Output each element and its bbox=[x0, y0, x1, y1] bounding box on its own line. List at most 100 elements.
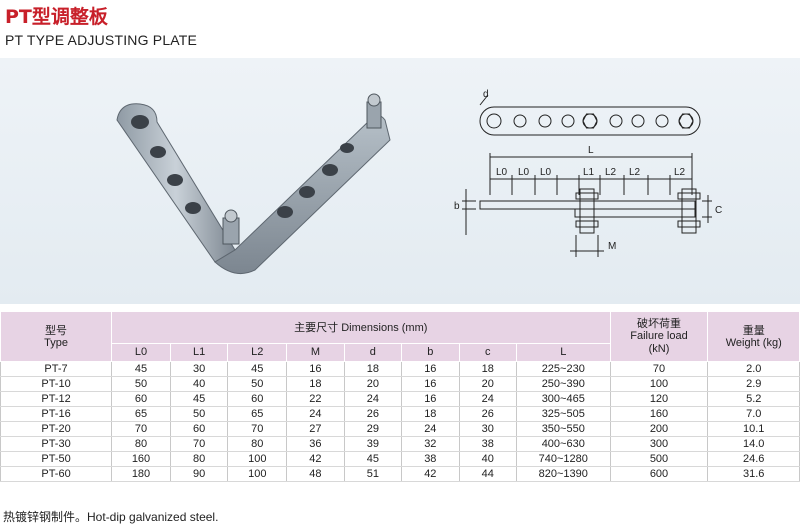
table-cell: 820~1390 bbox=[516, 466, 611, 482]
table-cell: 45 bbox=[227, 361, 288, 377]
table-cell: PT-50 bbox=[0, 451, 113, 467]
table-cell: 2.9 bbox=[707, 376, 800, 392]
table-cell: 45 bbox=[343, 451, 403, 467]
dimension-drawing: d L L0 L0 L0 L1 L2 L2 L2 C b M bbox=[454, 89, 722, 257]
table-cell: 400~630 bbox=[516, 436, 611, 452]
label-L1-a: L1 bbox=[583, 167, 595, 178]
table-cell: 225~230 bbox=[516, 361, 611, 377]
table-cell: 29 bbox=[343, 421, 403, 437]
table-cell: 42 bbox=[401, 466, 460, 482]
label-L0-a: L0 bbox=[496, 167, 508, 178]
table-cell: 42 bbox=[286, 451, 345, 467]
subheader-cell: L0 bbox=[111, 343, 171, 362]
table-cell: 160 bbox=[609, 406, 709, 422]
spec-table: 型号 Type 主要尺寸 Dimensions (mm) 破坏荷重 Failur… bbox=[0, 311, 800, 482]
footnote-en: Hot-dip galvanized steel. bbox=[87, 510, 219, 524]
table-cell: 20 bbox=[458, 376, 518, 392]
table-cell: 740~1280 bbox=[516, 451, 611, 467]
label-L2-c: L2 bbox=[674, 167, 686, 178]
table-cell: 38 bbox=[401, 451, 460, 467]
table-cell: 26 bbox=[343, 406, 403, 422]
footnote: 热镀锌钢制件。Hot-dip galvanized steel. bbox=[3, 508, 218, 525]
table-cell: 44 bbox=[458, 466, 518, 482]
table-cell: 80 bbox=[111, 436, 171, 452]
table-cell: 16 bbox=[286, 361, 345, 377]
table-cell: 70 bbox=[609, 361, 709, 377]
table-cell: 80 bbox=[169, 451, 229, 467]
subheader-cell: b bbox=[401, 343, 460, 362]
table-cell: 45 bbox=[169, 391, 229, 407]
label-L: L bbox=[588, 145, 594, 156]
table-cell: 22 bbox=[286, 391, 345, 407]
table-cell: 250~390 bbox=[516, 376, 611, 392]
table-cell: 45 bbox=[111, 361, 171, 377]
table-cell: PT-30 bbox=[0, 436, 113, 452]
subheader-cell: c bbox=[458, 343, 518, 362]
table-cell: 20 bbox=[343, 376, 403, 392]
table-cell: PT-20 bbox=[0, 421, 113, 437]
table-cell: PT-7 bbox=[0, 361, 113, 377]
table-cell: 50 bbox=[111, 376, 171, 392]
label-c: C bbox=[715, 205, 722, 216]
table-cell: 27 bbox=[286, 421, 345, 437]
table-cell: 350~550 bbox=[516, 421, 611, 437]
subheader-cell: d bbox=[343, 343, 403, 362]
table-cell: 24 bbox=[458, 391, 518, 407]
table-cell: PT-12 bbox=[0, 391, 113, 407]
table-cell: 31.6 bbox=[707, 466, 800, 482]
table-cell: 24 bbox=[401, 421, 460, 437]
table-cell: 180 bbox=[111, 466, 171, 482]
table-cell: 10.1 bbox=[707, 421, 800, 437]
table-cell: 70 bbox=[227, 421, 288, 437]
table-cell: 60 bbox=[227, 391, 288, 407]
table-cell: 24 bbox=[343, 391, 403, 407]
page-title-cn: PT型调整板 bbox=[5, 6, 108, 28]
table-cell: PT-60 bbox=[0, 466, 113, 482]
product-image-banner bbox=[0, 58, 800, 304]
page-title-en: PT TYPE ADJUSTING PLATE bbox=[5, 32, 198, 48]
table-cell: 40 bbox=[169, 376, 229, 392]
table-cell: 65 bbox=[111, 406, 171, 422]
table-cell: 7.0 bbox=[707, 406, 800, 422]
table-cell: 30 bbox=[458, 421, 518, 437]
table-cell: 325~505 bbox=[516, 406, 611, 422]
header-type: 型号 Type bbox=[0, 311, 113, 362]
top-view-plate bbox=[479, 106, 701, 136]
subheader-cell: L2 bbox=[227, 343, 288, 362]
table-cell: 60 bbox=[169, 421, 229, 437]
table-cell: 16 bbox=[401, 361, 460, 377]
table-cell: 36 bbox=[286, 436, 345, 452]
label-M: M bbox=[608, 241, 616, 252]
table-cell: 18 bbox=[458, 361, 518, 377]
table-cell: 24.6 bbox=[707, 451, 800, 467]
table-cell: 50 bbox=[169, 406, 229, 422]
label-L0-b: L0 bbox=[518, 167, 530, 178]
table-cell: PT-16 bbox=[0, 406, 113, 422]
table-cell: 500 bbox=[609, 451, 709, 467]
table-cell: 32 bbox=[401, 436, 460, 452]
table-cell: 26 bbox=[458, 406, 518, 422]
table-cell: 16 bbox=[401, 391, 460, 407]
table-cell: 60 bbox=[111, 391, 171, 407]
table-cell: 600 bbox=[609, 466, 709, 482]
table-cell: 50 bbox=[227, 376, 288, 392]
table-cell: 100 bbox=[227, 451, 288, 467]
table-cell: 24 bbox=[286, 406, 345, 422]
table-cell: 100 bbox=[227, 466, 288, 482]
product-photo bbox=[116, 93, 391, 275]
subheader-cell: M bbox=[286, 343, 345, 362]
table-cell: 18 bbox=[286, 376, 345, 392]
label-L0-c: L0 bbox=[540, 167, 552, 178]
footnote-cn: 热镀锌钢制件。 bbox=[3, 510, 88, 524]
table-cell: 100 bbox=[609, 376, 709, 392]
table-cell: 38 bbox=[458, 436, 518, 452]
table-cell: 51 bbox=[343, 466, 403, 482]
table-cell: 18 bbox=[401, 406, 460, 422]
